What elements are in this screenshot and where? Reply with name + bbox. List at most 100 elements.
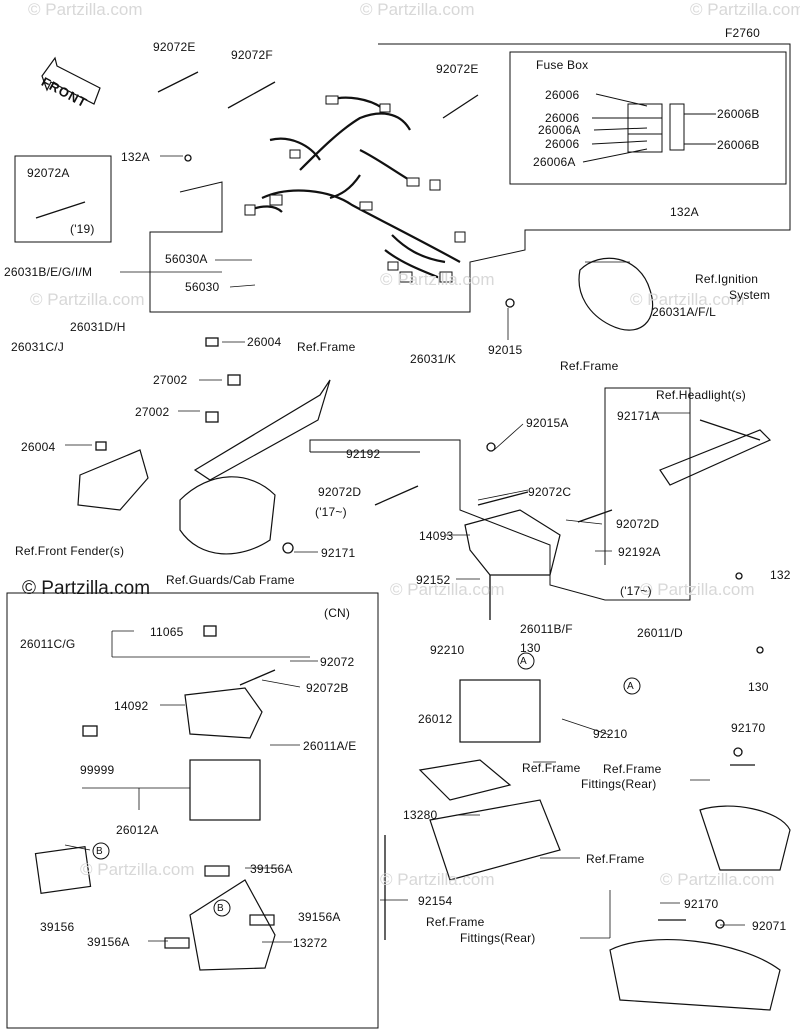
battery-26012	[459, 679, 541, 743]
headlight-bar	[659, 429, 772, 486]
part-label[interactable]: 26006	[545, 111, 580, 125]
part-label[interactable]: 26031B/E/G/I/M	[4, 265, 93, 279]
part-label[interactable]: 26006	[545, 88, 580, 102]
part-label[interactable]: 92071	[752, 919, 787, 933]
part-label[interactable]: 26031A/F/L	[652, 305, 717, 319]
watermark: © Partzilla.com	[30, 290, 145, 309]
part-label[interactable]: 26011A/E	[303, 739, 357, 753]
callout-circles	[92, 652, 641, 917]
frame-sketches	[34, 257, 791, 1011]
part-label[interactable]: 26004	[247, 335, 282, 349]
part-label[interactable]: 92072	[320, 655, 355, 669]
part-label[interactable]: 92072F	[231, 48, 273, 62]
part-label[interactable]: 130	[748, 680, 769, 694]
part-label[interactable]: 26012	[418, 712, 453, 726]
part-label[interactable]: 26031C/J	[11, 340, 64, 354]
callout-a: A	[627, 681, 634, 692]
watermark: © Partzilla.com	[660, 870, 775, 889]
part-label[interactable]: 92171A	[617, 409, 660, 423]
part-label[interactable]: 99999	[80, 763, 115, 777]
part-label[interactable]: 26011C/G	[20, 637, 76, 651]
part-label[interactable]: 26012A	[116, 823, 159, 837]
part-label[interactable]: 27002	[135, 405, 170, 419]
part-label[interactable]: 26006	[545, 137, 580, 151]
part-label[interactable]: 92192	[346, 447, 381, 461]
part-label[interactable]: 92170	[684, 897, 719, 911]
part-label[interactable]: 14092	[114, 699, 149, 713]
part-label[interactable]: 56030	[185, 280, 220, 294]
part-label[interactable]: 26031D/H	[70, 320, 126, 334]
part-label[interactable]: 92072A	[27, 166, 70, 180]
part-label[interactable]: 39156A	[298, 910, 341, 924]
reference-label: Ref.Frame	[586, 852, 645, 866]
brand-watermark: © Partzilla.com	[22, 578, 151, 599]
part-label[interactable]: 56030A	[165, 252, 208, 266]
harness-connectors	[244, 95, 466, 283]
part-label[interactable]: 92072C	[528, 485, 572, 499]
leader-lines	[64, 155, 745, 943]
part-label[interactable]: 92072D	[616, 517, 660, 531]
year-note: ('17~)	[620, 584, 652, 598]
part-label[interactable]: 92154	[418, 894, 453, 908]
part-label[interactable]: 132A	[670, 205, 699, 219]
part-label[interactable]: 39156A	[87, 935, 130, 949]
part-label[interactable]: 26011/D	[637, 626, 683, 640]
watermark: © Partzilla.com	[28, 0, 143, 19]
reference-label: Ref.Frame	[426, 915, 485, 929]
part-label[interactable]: 13272	[293, 936, 328, 950]
year-note: ('17~)	[315, 505, 347, 519]
front-fender	[77, 449, 149, 511]
part-label[interactable]: 92072E	[436, 62, 479, 76]
part-label[interactable]: 11065	[150, 625, 184, 639]
small-parts	[35, 71, 764, 940]
label-39156A-3	[164, 937, 190, 949]
part-label[interactable]: 26006A	[538, 123, 581, 137]
part-label[interactable]: 132	[770, 568, 791, 582]
year-note: ('19)	[70, 222, 95, 236]
part-label[interactable]: 92192A	[618, 545, 661, 559]
part-label[interactable]: 92072B	[306, 681, 349, 695]
part-label[interactable]: 92072D	[318, 485, 362, 499]
part-label[interactable]: 26031/K	[410, 352, 457, 366]
reference-label: System	[729, 288, 771, 302]
guard-cab-frame	[179, 476, 276, 555]
callout-a: A	[520, 656, 527, 667]
rear-fitting-2	[609, 938, 781, 1011]
part-label[interactable]: 14093	[419, 529, 454, 543]
part-label[interactable]: 92170	[731, 721, 766, 735]
reference-label: Ref.Frame	[603, 762, 662, 776]
part-label[interactable]: 92015	[488, 343, 523, 357]
reference-label: Ref.Ignition	[695, 272, 759, 286]
fuse-box-title: Fuse Box	[536, 58, 589, 72]
part-label[interactable]: 92171	[321, 546, 356, 560]
part-label[interactable]: 92210	[593, 727, 628, 741]
part-label[interactable]: 39156A	[250, 862, 293, 876]
watermark: © Partzilla.com	[380, 870, 495, 889]
reference-label: Fittings(Rear)	[460, 931, 536, 945]
part-label[interactable]: 26006B	[717, 107, 760, 121]
part-label[interactable]: 26004	[21, 440, 56, 454]
part-label[interactable]: 92152	[416, 573, 451, 587]
part-label[interactable]: 26006B	[717, 138, 760, 152]
part-label[interactable]: 92015A	[526, 416, 569, 430]
watermark: © Partzilla.com	[360, 0, 475, 19]
part-label[interactable]: 13280	[403, 808, 438, 822]
battery-holder-14093	[464, 509, 561, 576]
part-label[interactable]: 26011B/F	[520, 622, 573, 636]
ignition-frame	[578, 257, 654, 331]
fuse-box-frame	[509, 51, 787, 185]
part-label[interactable]: 92210	[430, 643, 465, 657]
part-label[interactable]: 27002	[153, 373, 188, 387]
part-label[interactable]: 39156	[40, 920, 75, 934]
part-label[interactable]: 92072E	[153, 40, 196, 54]
front-direction-arrow	[41, 56, 101, 105]
part-label[interactable]: 130	[520, 641, 541, 655]
reference-label: Ref.Frame	[522, 761, 581, 775]
callout-b: B	[96, 846, 103, 857]
reference-label: Ref.Frame	[297, 340, 356, 354]
watermark: © Partzilla.com	[640, 580, 755, 599]
part-label[interactable]: 132A	[121, 150, 150, 164]
label-39156	[34, 846, 92, 894]
part-label[interactable]: 26006A	[533, 155, 576, 169]
